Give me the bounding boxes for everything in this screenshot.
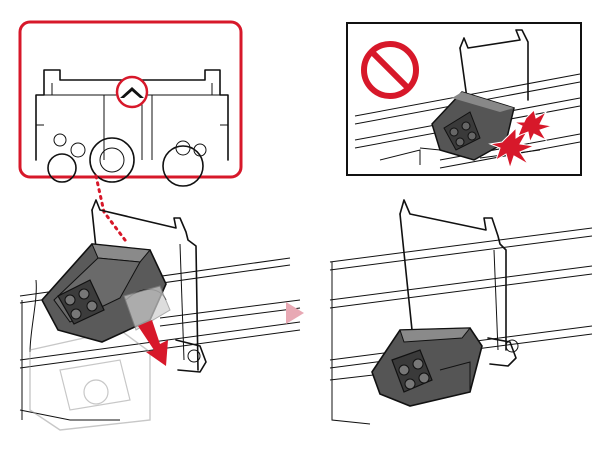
zoom-connector — [94, 174, 130, 246]
wrong-example-panel — [346, 22, 582, 176]
install-step-scene — [19, 199, 301, 431]
installed-result-scene — [329, 199, 593, 425]
arrow-down-icon — [138, 320, 168, 366]
zoom-detail-panel — [18, 20, 243, 187]
print-head-seated — [371, 327, 483, 407]
triangle-right-icon — [286, 302, 304, 324]
print-head — [41, 243, 171, 343]
impact-burst-icon — [488, 109, 553, 170]
prohibited-icon — [361, 41, 419, 99]
chevron-up-icon — [115, 75, 149, 109]
